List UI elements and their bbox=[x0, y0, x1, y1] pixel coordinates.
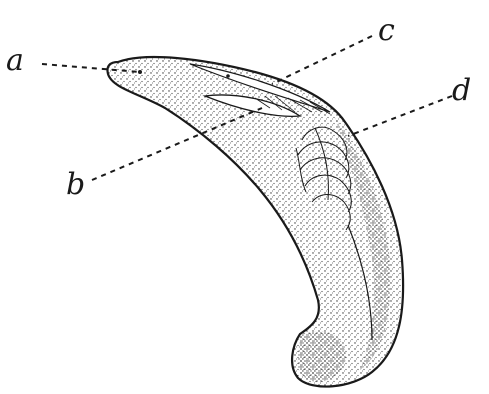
apex-dot-2 bbox=[226, 74, 230, 78]
label-c: c bbox=[378, 13, 395, 48]
label-b: b bbox=[66, 167, 85, 202]
leader-line-c bbox=[272, 36, 372, 84]
label-d: d bbox=[452, 73, 471, 108]
apex-dot bbox=[138, 70, 142, 74]
leader-line-d bbox=[348, 96, 452, 136]
label-a: a bbox=[6, 43, 24, 78]
